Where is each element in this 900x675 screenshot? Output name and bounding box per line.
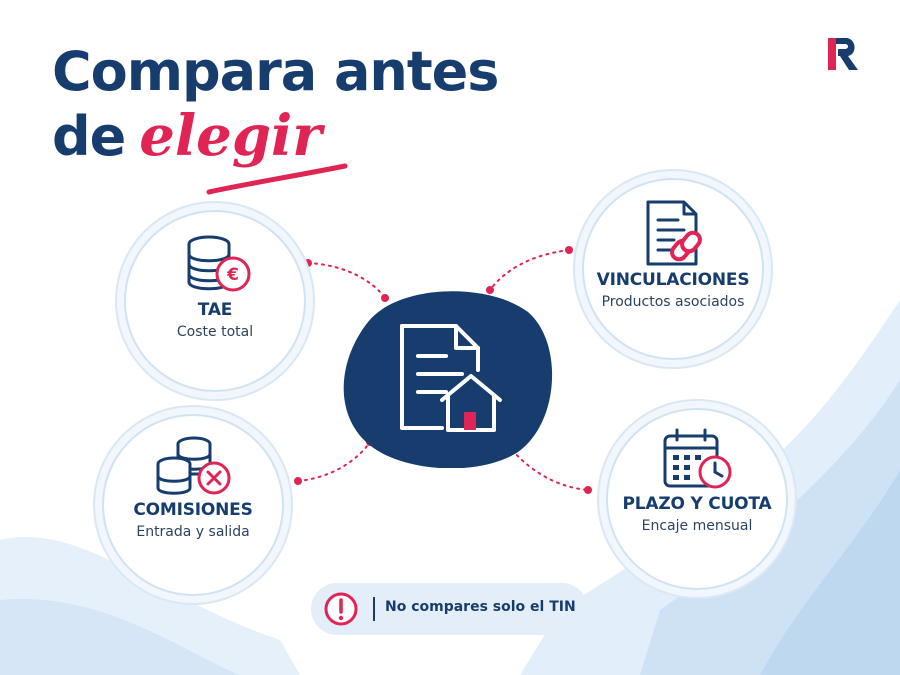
brand-logo: R (826, 34, 860, 74)
title-prefix: de (52, 105, 126, 168)
calendar-clock-icon (663, 428, 732, 489)
document-link-icon (646, 200, 702, 266)
svg-text:€: € (226, 265, 239, 285)
coins-euro-icon: € (187, 235, 251, 292)
house-document-icon (400, 324, 502, 432)
title-script-word: elegir (139, 103, 322, 169)
logo-r-mark: R (828, 38, 858, 70)
card-label: PLAZO Y CUOTA (622, 494, 772, 514)
card-vinculaciones: VINCULACIONES Productos asociados (582, 178, 764, 360)
card-comisiones: COMISIONES Entrada y salida (102, 414, 284, 596)
title-line-1: Compara antes (52, 40, 499, 103)
coins-cross-icon (156, 436, 231, 495)
card-sub: Entrada y salida (136, 524, 250, 540)
card-label: VINCULACIONES (596, 270, 750, 290)
center-blob (343, 291, 552, 468)
card-label: TAE (197, 300, 233, 320)
card-sub: Productos asociados (601, 294, 745, 310)
card-plazo-cuota: PLAZO Y CUOTA Encaje mensual (606, 408, 788, 590)
card-tae: € TAE Coste total (124, 210, 306, 392)
alert-icon (324, 592, 358, 626)
note-text: No compares solo el TIN (385, 599, 576, 615)
card-sub: Encaje mensual (641, 518, 753, 534)
card-label: COMISIONES (133, 500, 253, 520)
pill-separator (373, 597, 375, 621)
note-pill: No compares solo el TIN (311, 583, 588, 635)
card-sub: Coste total (176, 324, 254, 340)
title-underline-swoosh (206, 163, 348, 195)
